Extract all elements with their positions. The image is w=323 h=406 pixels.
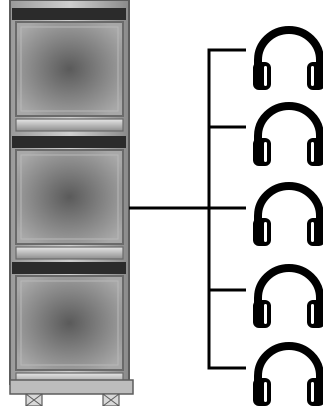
headphones-icon (253, 102, 323, 166)
rack-unit-icon (12, 8, 126, 132)
headphones-icon (253, 264, 323, 328)
rack-foot-left (25, 393, 43, 406)
headphones-icon (253, 182, 323, 246)
headphone-clients (253, 26, 323, 406)
rack-foot-right (102, 393, 120, 406)
rack-unit-icon (12, 136, 126, 260)
headphones-icon (253, 26, 323, 90)
headphones-icon (253, 342, 323, 406)
rack-unit-icon (12, 262, 126, 386)
server-rack-icon (9, 0, 134, 406)
connection-lines (129, 48, 246, 370)
